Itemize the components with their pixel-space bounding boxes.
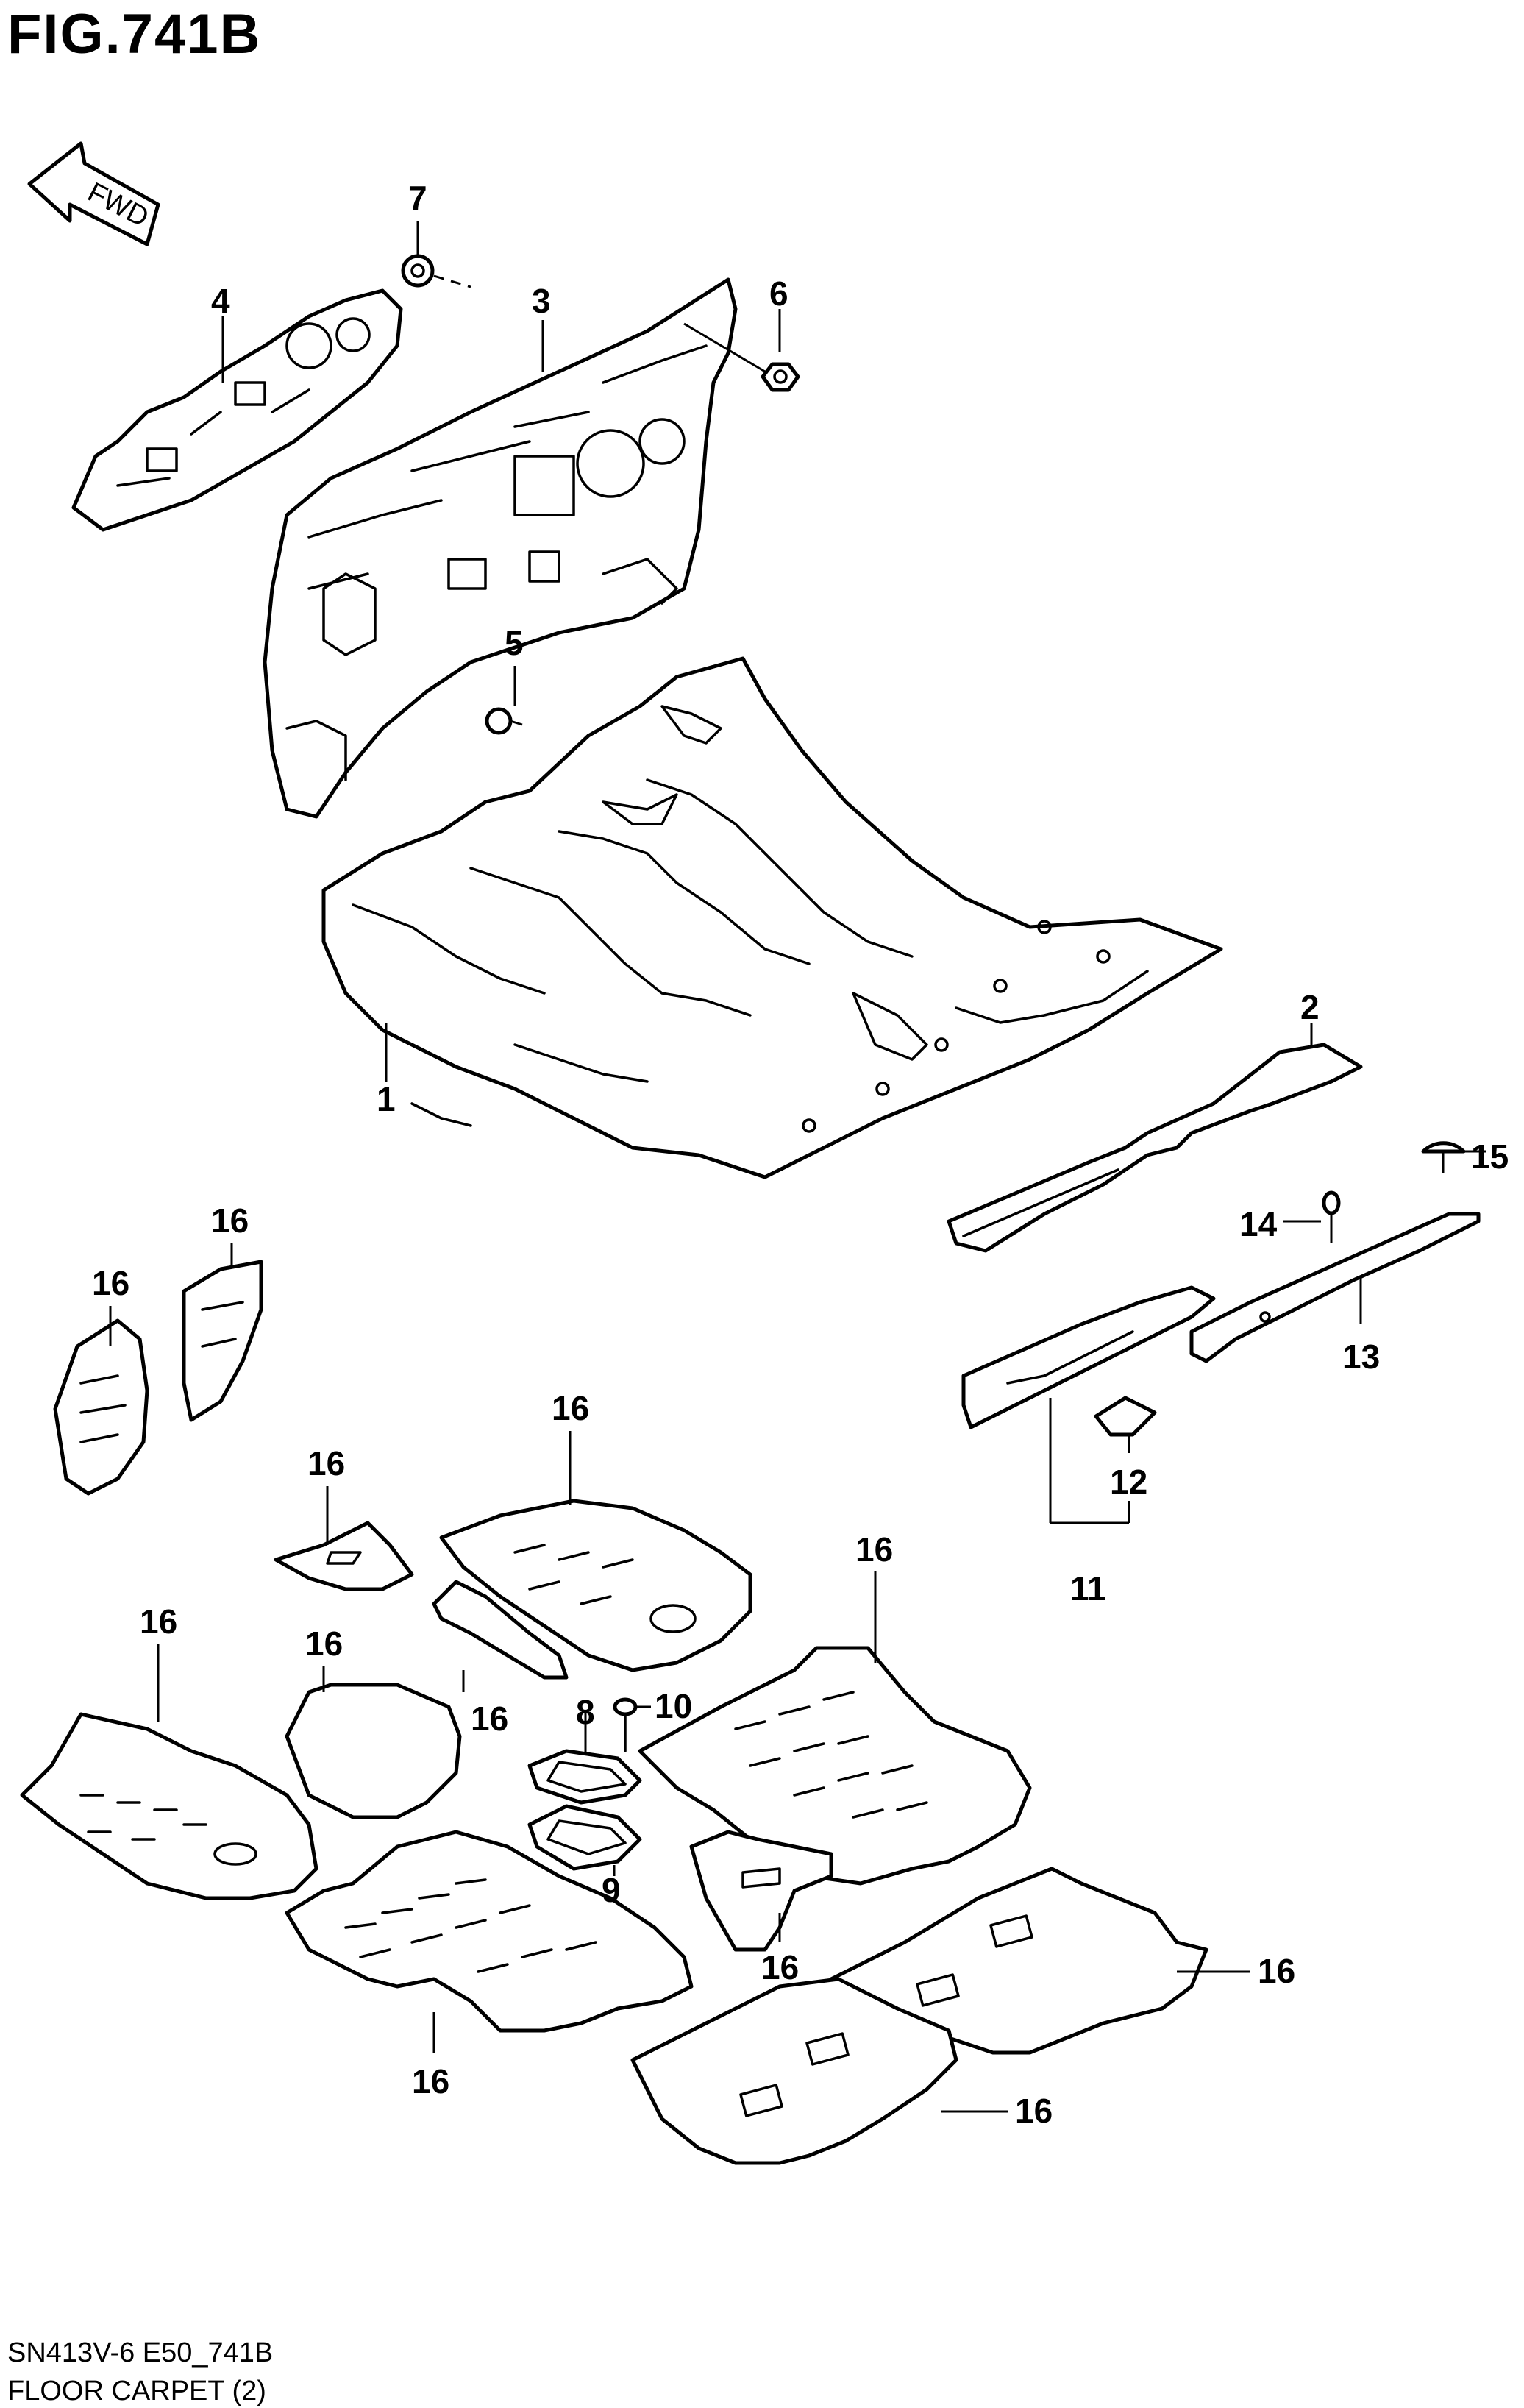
callout-3: 3 [532,282,551,320]
callout-9: 9 [602,1871,621,1909]
part-7-clip [401,221,471,288]
part-9-plate [527,1804,642,1876]
callout-5: 5 [505,624,524,662]
leader-lines [109,1243,1250,2113]
part-16-pad-k [829,1867,1208,2055]
callout-1: 1 [377,1080,396,1118]
callout-12: 12 [1110,1463,1147,1501]
part-13-scuff-strip [1189,1212,1481,1363]
part-16-pad-j [285,1830,694,2033]
part-16-pad-g [20,1712,318,1900]
part-3-dash-silencer [263,277,738,819]
callout-16-l: 16 [1015,2092,1053,2130]
part-1-floor-carpet [321,656,1223,1179]
callout-16-f: 16 [140,1602,177,1641]
part-16-pad-a [53,1318,149,1496]
callout-15: 15 [1471,1137,1509,1176]
callout-4: 4 [211,282,230,320]
part-11-bracket [961,1285,1216,1524]
part-5-clip [485,666,523,735]
part-6-nut [683,309,800,392]
part-16-pad-l [630,1977,958,2165]
part-4-dash-silencer [71,288,403,532]
fwd-arrow-icon: FWD [27,141,160,246]
part-15-clip [1421,1141,1486,1173]
part-16-strip-e [432,1580,569,1680]
part-8-plate [527,1711,642,1805]
callout-14: 14 [1239,1205,1278,1243]
part-10-screw [613,1697,651,1752]
callout-16-g: 16 [305,1624,343,1663]
callout-16-a: 16 [211,1201,249,1240]
callout-11: 11 [1070,1569,1106,1608]
callout-16-j: 16 [1258,1952,1295,1990]
callout-16-h: 16 [471,1700,508,1738]
callout-7: 7 [408,179,427,217]
callout-16-b: 16 [92,1264,129,1302]
callout-8: 8 [576,1693,595,1731]
part-16-pad-c [274,1521,414,1591]
callout-2: 2 [1300,988,1320,1026]
part-2-floor-panel [947,1023,1363,1253]
callout-16-i: 16 [761,1948,799,1986]
callout-16-e: 16 [855,1530,893,1569]
callout-13: 13 [1342,1338,1380,1376]
figure-title: FIG.741B [7,3,261,65]
part-16-pad-i [689,1830,833,1952]
callout-16-k: 16 [412,2062,449,2100]
callout-6: 6 [769,274,788,313]
part-12-clip [1094,1396,1157,1453]
part-16-pad-f [285,1683,462,1819]
callout-16-d: 16 [307,1444,345,1482]
callout-16-c: 16 [552,1389,589,1427]
part-16-pad-b [182,1260,263,1422]
callout-10: 10 [655,1687,692,1725]
figure-code: SN413V-6 E50_741B [7,2337,273,2368]
part-14-screw [1283,1190,1341,1243]
part-16-pad-d [439,1499,752,1672]
figure-caption: FLOOR CARPET (2) [7,2376,266,2407]
